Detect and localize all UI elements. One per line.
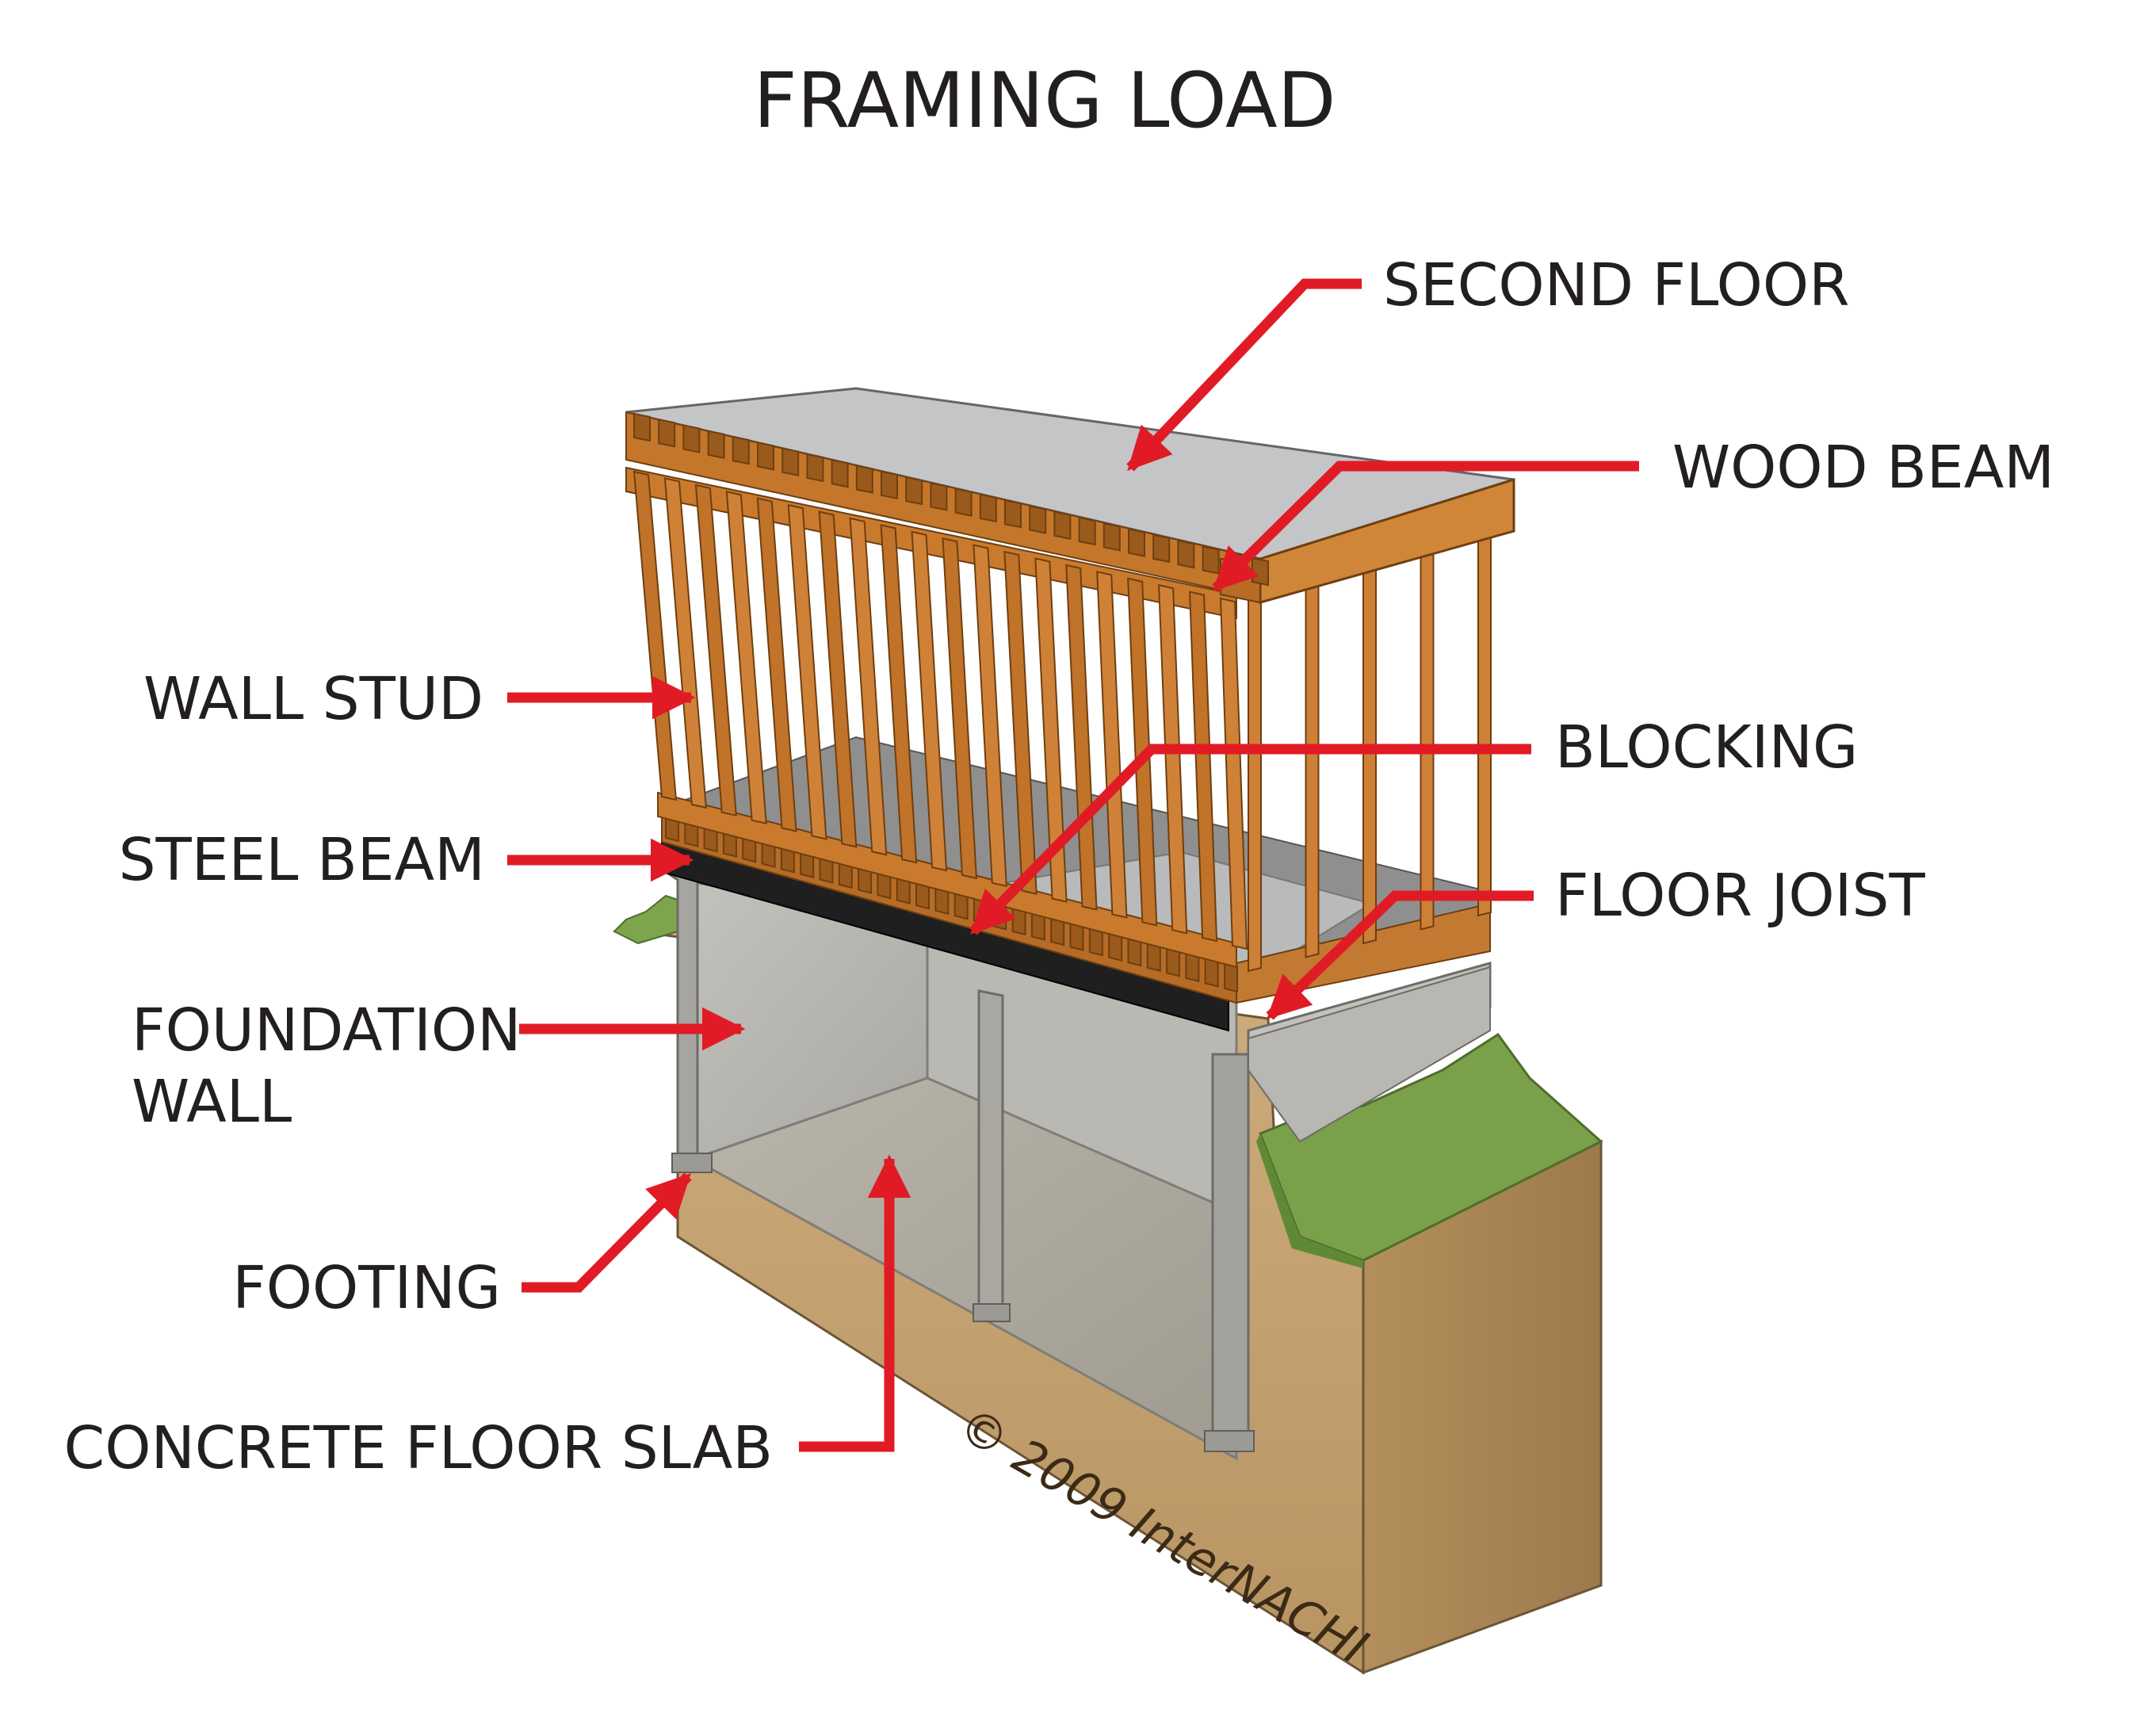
joist-end <box>1053 510 1072 540</box>
wall-stud <box>787 503 827 840</box>
wall-studs <box>632 470 1248 950</box>
wall-stud <box>1034 557 1068 903</box>
arrow-floor-joist <box>1266 890 1534 1020</box>
arrow-blocking <box>969 744 1531 935</box>
joist-end <box>757 442 774 471</box>
joist-end <box>954 488 973 517</box>
wall-stud <box>849 517 888 856</box>
joist-end <box>781 447 800 476</box>
label-wall-stud: WALL STUD <box>143 665 483 733</box>
joist-end <box>881 470 898 500</box>
second-floor-deck <box>625 387 1515 604</box>
wall-stud <box>1065 564 1098 911</box>
label-foundation-wall-line1: FOUNDATION <box>132 996 522 1065</box>
wall-stud <box>818 510 858 848</box>
wall-stud <box>1158 583 1188 935</box>
label-steel-beam: STEEL BEAM <box>119 826 485 894</box>
end-wall-stud <box>1248 586 1262 973</box>
wall-stud <box>1189 591 1218 943</box>
arrow-concrete-floor-slab <box>799 1154 911 1452</box>
joist-end <box>1177 539 1195 569</box>
callout-arrows <box>507 278 1639 1452</box>
arrow-second-floor <box>1126 278 1362 472</box>
joist-end <box>658 419 676 448</box>
joist-end <box>905 476 923 506</box>
label-concrete-floor-slab: CONCRETE FLOOR SLAB <box>64 1414 773 1482</box>
label-second-floor: SECOND FLOOR <box>1383 251 1850 319</box>
end-wall-stud <box>1477 518 1492 917</box>
arrow-footing <box>522 1172 692 1293</box>
label-wood-beam: WOOD BEAM <box>1672 434 2054 502</box>
joist-end <box>806 453 824 483</box>
wall-stud <box>1003 550 1038 895</box>
joist-end <box>732 435 750 465</box>
label-foundation-wall-line2: WALL <box>132 1068 292 1136</box>
label-blocking: BLOCKING <box>1555 713 1858 782</box>
label-floor-joist: FLOOR JOIST <box>1555 862 1925 930</box>
footing <box>671 1153 713 1173</box>
callout-labels: SECOND FLOOR WOOD BEAM WALL STUD BLOCKIN… <box>64 251 2055 1482</box>
joist-end <box>831 459 849 488</box>
end-wall-stud <box>1305 569 1320 958</box>
wall-stud <box>880 524 918 864</box>
house-framing-illustration: © 2009 InterNACHI <box>613 387 1603 1676</box>
arrow-wood-beam <box>1212 461 1639 592</box>
joist-end <box>1029 505 1047 534</box>
wall-stud <box>756 497 797 832</box>
joist-end <box>1102 522 1121 552</box>
joist-end <box>855 465 873 494</box>
wall-stud <box>694 484 737 817</box>
wall-stud <box>725 490 767 824</box>
joist-end <box>1152 533 1171 564</box>
joist-end <box>707 430 725 460</box>
joist-end <box>682 424 701 453</box>
label-footing: FOOTING <box>232 1254 501 1322</box>
end-wall-stud <box>1420 535 1435 931</box>
joist-end <box>1202 545 1220 575</box>
joist-end <box>633 412 651 442</box>
wall-stud <box>911 530 948 872</box>
second-floor-joists <box>633 412 1269 587</box>
joist-end <box>1004 499 1022 529</box>
joist-end <box>1128 528 1145 557</box>
diagram-title: FRAMING LOAD <box>753 56 1336 145</box>
wall-stud <box>942 537 978 880</box>
wall-stud <box>1219 597 1248 950</box>
wall-stud <box>973 544 1007 888</box>
wall-frame <box>625 466 1492 973</box>
joist-end <box>1078 516 1096 546</box>
joist-end <box>979 493 997 523</box>
joist-end <box>1252 556 1269 587</box>
joist-end <box>930 482 948 511</box>
